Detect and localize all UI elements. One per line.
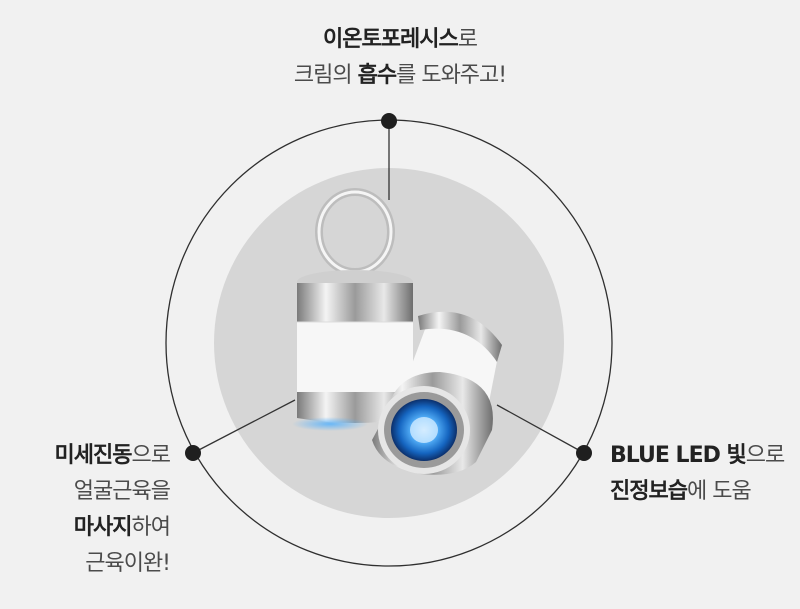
soothing-moisture-label: 진정보습 xyxy=(610,479,688,504)
right-callout-dot xyxy=(576,445,592,461)
right-feature-line-1: BLUE LED 빛으로 xyxy=(610,438,785,474)
left-feature-line-1-rest: 으로 xyxy=(131,443,171,468)
massage-label: 마사지 xyxy=(73,515,133,540)
top-feature-line-1: 이온토포레시스로 xyxy=(0,22,800,58)
left-connector-line xyxy=(192,399,296,454)
absorption-label: 흡수 xyxy=(357,63,397,88)
left-feature-caption: 미세진동으로 얼굴근육을 마사지하여 근육이완! xyxy=(54,438,171,582)
device-upright-illustration xyxy=(292,188,413,431)
top-feature-line-1-rest: 로 xyxy=(457,27,478,52)
left-feature-line-4: 근육이완! xyxy=(85,551,171,576)
right-feature-line-1-rest: 으로 xyxy=(745,443,785,468)
right-feature-line-2-rest: 에 도움 xyxy=(686,479,752,504)
blue-led-label: BLUE LED 빛 xyxy=(610,443,747,468)
right-feature-line-2: 진정보습에 도움 xyxy=(610,474,784,510)
left-callout-dot xyxy=(185,445,201,461)
top-callout-dot xyxy=(381,113,397,129)
device-led-illustration xyxy=(372,311,502,475)
micro-vibration-label: 미세진동 xyxy=(54,443,133,468)
left-feature-line-3: 마사지하여 xyxy=(55,510,171,546)
top-feature-line-2-rest: 를 도와주고! xyxy=(396,63,507,88)
right-feature-caption: BLUE LED 빛으로 진정보습에 도움 xyxy=(610,438,785,510)
right-connector-line xyxy=(496,404,585,454)
iontophoresis-label: 이온토포레시스 xyxy=(323,27,459,52)
top-feature-line-2-pre: 크림의 xyxy=(293,63,358,88)
left-feature-line-2: 얼굴근육을 xyxy=(73,479,171,504)
top-feature-line-2: 크림의 흡수를 도와주고! xyxy=(0,58,800,94)
top-feature-caption: 이온토포레시스로 크림의 흡수를 도와주고! xyxy=(0,22,800,94)
left-feature-line-1: 미세진동으로 xyxy=(54,438,171,474)
left-feature-line-3-rest: 하여 xyxy=(131,515,171,540)
